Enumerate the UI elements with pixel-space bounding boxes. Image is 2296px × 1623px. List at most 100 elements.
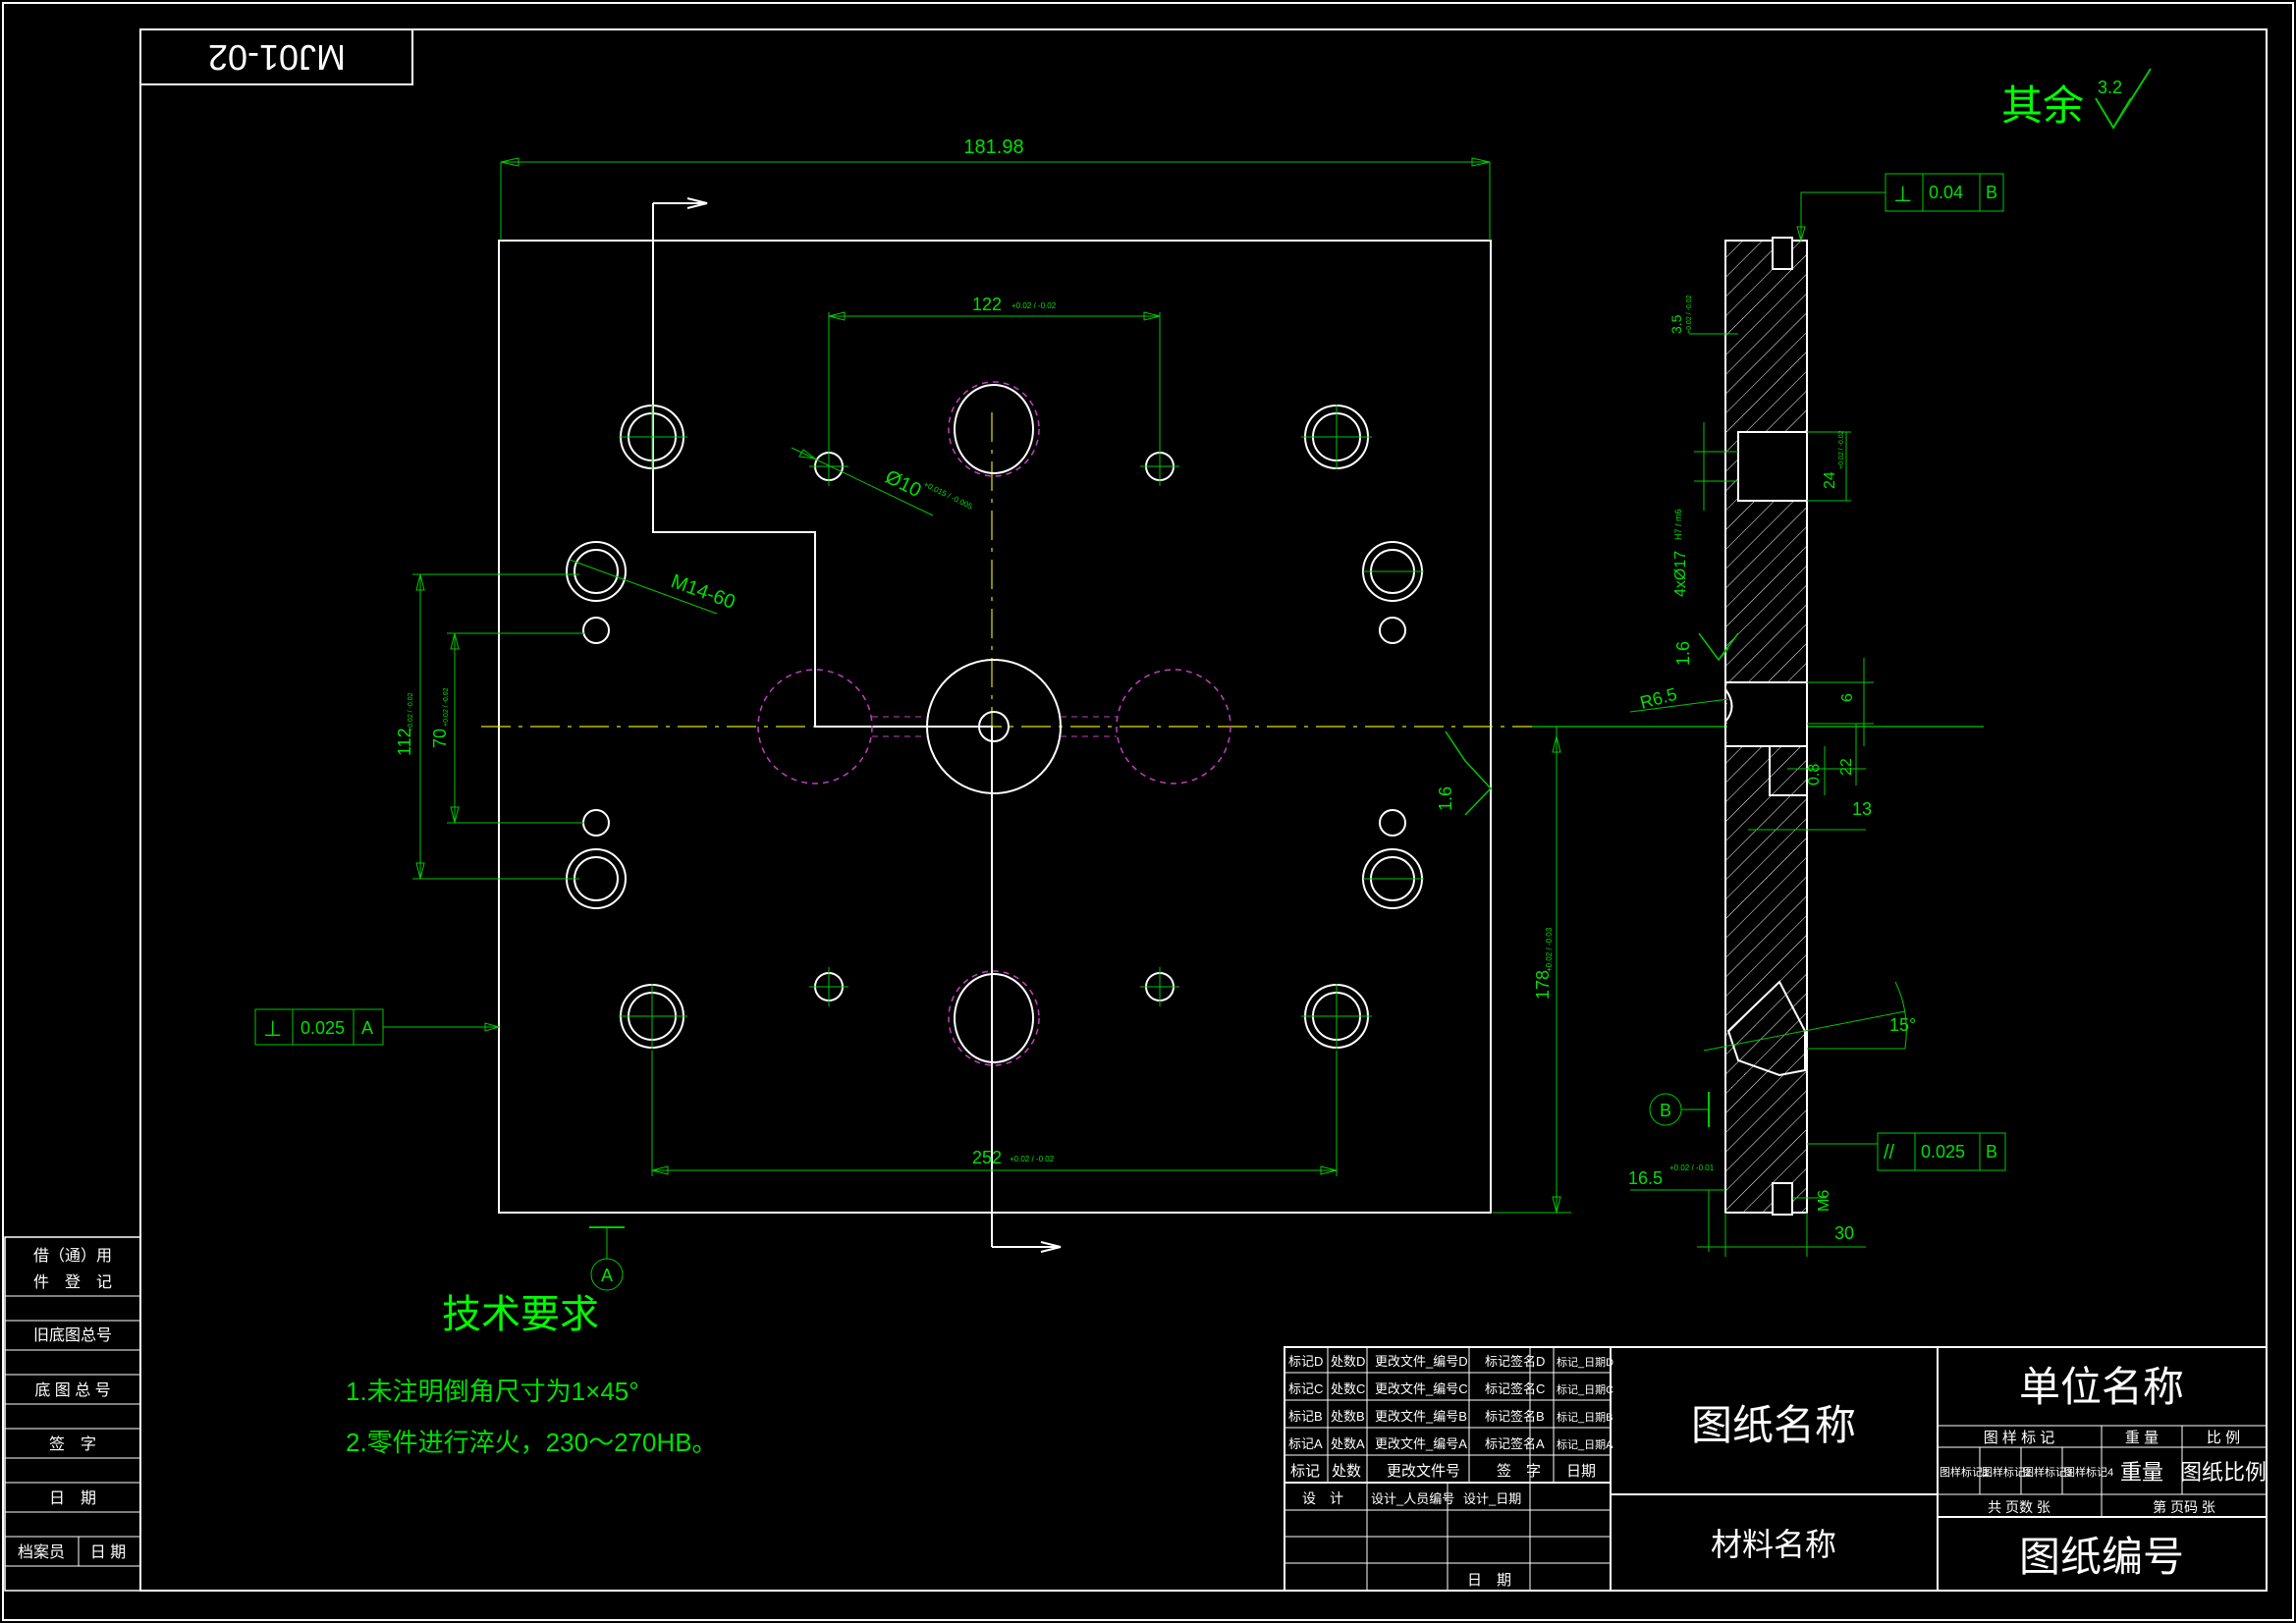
svg-text:处数C: 处数C: [1331, 1381, 1365, 1396]
svg-text:标记_日期A: 标记_日期A: [1557, 1437, 1613, 1451]
svg-text:更改文件号: 更改文件号: [1387, 1463, 1460, 1480]
front-view: 181.98 122 +0.02 / -0.02 Ø10 +0.015 / -0…: [254, 136, 1984, 1291]
section-view: ⊥ 0.04 B // 0.025 B B 3.5 +0.02 / -0: [1628, 173, 2006, 1257]
left-strip: 借（通）用 件 登 记 旧底图总号 底 图 总 号 签 字 日 期 档案员 日 …: [4, 1236, 141, 1592]
svg-text:3.5: 3.5: [1668, 314, 1684, 334]
corner-holes: [566, 405, 1424, 1049]
inner-border: [139, 28, 2268, 1592]
svg-text:A: A: [601, 1266, 613, 1285]
datum-a: A: [589, 1226, 625, 1291]
svg-text:更改文件_编号B: 更改文件_编号B: [1375, 1409, 1467, 1424]
svg-text:图样标记2: 图样标记2: [1982, 1465, 2031, 1479]
svg-text:+0.02 / -0.01: +0.02 / -0.01: [1669, 1163, 1715, 1172]
finish-rest-label: 其余: [2001, 82, 2084, 129]
datum-b: B: [1649, 1092, 1710, 1127]
svg-text:重量: 重量: [2120, 1460, 2163, 1485]
svg-text:标记签名B: 标记签名B: [1485, 1409, 1545, 1424]
svg-text:16.5: 16.5: [1628, 1168, 1663, 1188]
svg-text:B: B: [1986, 1142, 1997, 1162]
svg-text:Ø10: Ø10: [882, 466, 925, 502]
svg-text:设计_日期: 设计_日期: [1463, 1491, 1521, 1506]
material-name: 材料名称: [1711, 1527, 1836, 1562]
svg-text:标记: 标记: [1290, 1463, 1320, 1480]
svg-text:签 字: 签 字: [1497, 1463, 1541, 1480]
svg-text:0.025: 0.025: [301, 1018, 345, 1038]
strip-register: 件 登 记: [33, 1273, 112, 1291]
title-block: 标记D 处数D 更改文件_编号D 标记签名D 标记_日期D 标记C 处数C 更改…: [1284, 1346, 2268, 1592]
tech-requirements: 技术要求 1.未注明倒角尺寸为1×45° 2.零件进行淬火，230～270HB。: [346, 1293, 718, 1457]
drawing-number-text: MJ01-02: [208, 37, 346, 78]
section-dims: 3.5 +0.02 / -0.02 24 +0.02 / -0.02 4xØ17…: [1628, 295, 1916, 1257]
svg-text://: //: [1884, 1142, 1895, 1163]
strip-archivist: 档案员: [18, 1543, 65, 1561]
svg-text:6: 6: [1839, 693, 1856, 702]
svg-text:122: 122: [972, 295, 1002, 314]
svg-text:比 例: 比 例: [2207, 1430, 2240, 1446]
svg-text:标记签名C: 标记签名C: [1485, 1381, 1545, 1396]
tech-req-item-1: 1.未注明倒角尺寸为1×45°: [346, 1377, 639, 1406]
svg-text:设计_人员编号: 设计_人员编号: [1371, 1491, 1454, 1506]
svg-text:181.98: 181.98: [963, 136, 1023, 158]
dim-top-holes: 122 +0.02 / -0.02: [828, 295, 1161, 452]
svg-text:图样标记3: 图样标记3: [2023, 1465, 2072, 1479]
svg-text:M14-60: M14-60: [668, 570, 738, 614]
svg-text:图样标记4: 图样标记4: [2064, 1465, 2113, 1479]
svg-text:15°: 15°: [1889, 1015, 1916, 1035]
svg-text:0.04: 0.04: [1929, 183, 1963, 202]
finish-rest-value: 3.2: [2098, 78, 2122, 97]
revision-rows: 标记D 处数D 更改文件_编号D 标记签名D 标记_日期D 标记C 处数C 更改…: [1288, 1354, 1613, 1589]
svg-text:178: 178: [1533, 970, 1553, 1000]
svg-text:标记C: 标记C: [1288, 1381, 1323, 1396]
svg-text:处数: 处数: [1332, 1463, 1361, 1480]
svg-text:0.025: 0.025: [1921, 1142, 1965, 1162]
svg-text:更改文件_编号A: 更改文件_编号A: [1375, 1436, 1467, 1451]
svg-text:处数B: 处数B: [1331, 1409, 1365, 1424]
svg-text:22: 22: [1838, 758, 1855, 776]
svg-text:图 样 标 记: 图 样 标 记: [1984, 1430, 2055, 1446]
svg-text:更改文件_编号D: 更改文件_编号D: [1375, 1354, 1468, 1369]
svg-text:70: 70: [430, 729, 450, 748]
section-parallel-frame: // 0.025 B: [1807, 1132, 2006, 1171]
strip-base-no: 底 图 总 号: [34, 1381, 110, 1399]
svg-text:设 计: 设 计: [1302, 1490, 1343, 1506]
strip-date-2: 日 期: [90, 1543, 126, 1561]
svg-text:处数A: 处数A: [1331, 1436, 1365, 1451]
svg-text:24: 24: [1822, 471, 1838, 489]
front-finish: 1.6: [1436, 730, 1493, 816]
drawing-number-box: MJ01-02: [139, 28, 413, 85]
svg-text:B: B: [1986, 183, 1997, 202]
svg-text:标记_日期B: 标记_日期B: [1557, 1410, 1613, 1424]
svg-text:⊥: ⊥: [1893, 182, 1912, 206]
svg-text:标记D: 标记D: [1288, 1354, 1323, 1369]
svg-text:+0.02 / -0.02: +0.02 / -0.02: [443, 687, 450, 727]
svg-text:+0.015 / -0.005: +0.015 / -0.005: [922, 480, 974, 512]
strip-old-no: 旧底图总号: [33, 1326, 112, 1344]
svg-text:R6.5: R6.5: [1638, 684, 1679, 713]
svg-text:更改文件_编号C: 更改文件_编号C: [1375, 1381, 1468, 1396]
svg-text:+0.02 / -0.02: +0.02 / -0.02: [1838, 430, 1845, 469]
svg-text:图样标记1: 图样标记1: [1940, 1465, 1989, 1479]
svg-text:+0.02 / -0.03: +0.02 / -0.03: [1545, 927, 1554, 972]
dim-half-height: 178 +0.02 / -0.03: [1493, 727, 1571, 1214]
tech-req-title: 技术要求: [442, 1293, 599, 1336]
svg-text:处数D: 处数D: [1331, 1354, 1365, 1369]
strip-sign: 签 字: [49, 1435, 96, 1453]
svg-text:标记_日期C: 标记_日期C: [1557, 1382, 1613, 1396]
svg-text:重 量: 重 量: [2125, 1430, 2159, 1446]
svg-text:A: A: [361, 1018, 373, 1038]
tech-req-item-2: 2.零件进行淬火，230～270HB。: [346, 1428, 718, 1457]
drawing-name: 图纸名称: [1691, 1402, 1856, 1448]
strip-borrow: 借（通）用: [33, 1247, 112, 1265]
svg-text:标记B: 标记B: [1288, 1409, 1323, 1424]
dim-bottom-holes: 252 +0.02 / -0.02: [651, 1051, 1338, 1176]
svg-text:⊥: ⊥: [263, 1016, 282, 1041]
front-tolerance-frame: ⊥ 0.025 A: [254, 1008, 501, 1046]
svg-text:M6: M6: [1816, 1190, 1832, 1212]
dim-thread: M14-60: [569, 559, 738, 615]
svg-text:+0.02 / -0.02: +0.02 / -0.02: [1686, 295, 1693, 334]
svg-text:1.6: 1.6: [1673, 641, 1693, 666]
svg-text:日期: 日期: [1566, 1463, 1596, 1480]
svg-text:+0.02 / -0.02: +0.02 / -0.02: [1010, 1155, 1055, 1163]
surface-finish-rest: 其余 3.2: [2001, 68, 2152, 130]
